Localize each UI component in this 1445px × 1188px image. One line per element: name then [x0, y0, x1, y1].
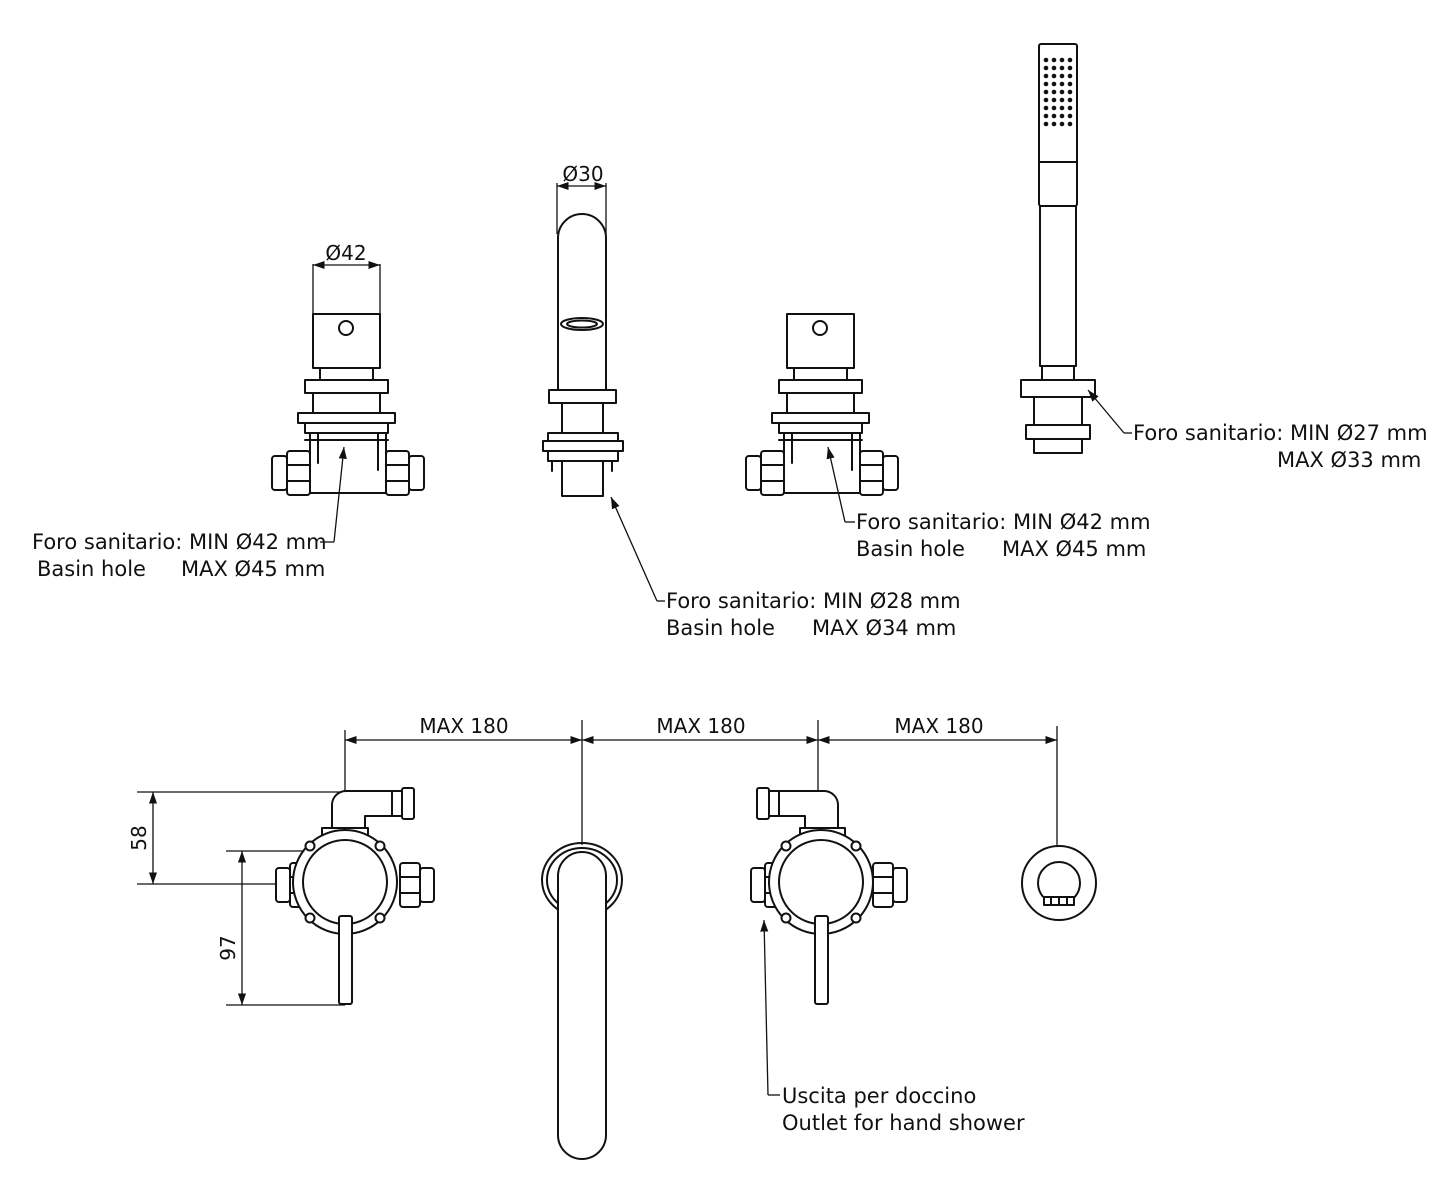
dim-97: 97	[216, 935, 240, 960]
left-valve-elevation: Ø42	[271, 241, 425, 543]
dim-max180-right: MAX 180	[894, 714, 983, 738]
svg-text:Basin hole: Basin hole	[37, 557, 146, 581]
right-valve-plan	[750, 787, 908, 1096]
svg-text:MAX Ø33 mm: MAX Ø33 mm	[1277, 448, 1421, 472]
svg-text:Basin hole: Basin hole	[856, 537, 965, 561]
spout-elevation: Ø30	[542, 162, 665, 602]
svg-text:Foro sanitario: MIN Ø27 mm: Foro sanitario: MIN Ø27 mm	[1133, 421, 1428, 445]
svg-text:MAX Ø45 mm: MAX Ø45 mm	[1002, 537, 1146, 561]
right-valve-label: Foro sanitario: MIN Ø42 mm Basin hole MA…	[856, 510, 1151, 561]
svg-text:Foro sanitario: MIN Ø42 mm: Foro sanitario: MIN Ø42 mm	[856, 510, 1151, 534]
svg-text:Basin hole: Basin hole	[666, 616, 775, 640]
spacing-dimensions: MAX 180 MAX 180 MAX 180	[344, 714, 1058, 845]
svg-text:MAX Ø34 mm: MAX Ø34 mm	[812, 616, 956, 640]
svg-text:MAX Ø45 mm: MAX Ø45 mm	[181, 557, 325, 581]
svg-text:Foro sanitario: MIN Ø42 mm: Foro sanitario: MIN Ø42 mm	[32, 530, 327, 554]
dim-max180-middle: MAX 180	[656, 714, 745, 738]
dim-max180-left: MAX 180	[419, 714, 508, 738]
spout-plan	[541, 842, 623, 1160]
hand-shower-label: Foro sanitario: MIN Ø27 mm MAX Ø33 mm	[1133, 421, 1428, 472]
dim-58: 58	[127, 825, 151, 850]
right-valve-elevation	[745, 313, 899, 523]
dim-d30: Ø30	[562, 162, 603, 186]
svg-text:Foro sanitario: MIN Ø28 mm: Foro sanitario: MIN Ø28 mm	[666, 589, 961, 613]
left-valve-plan	[275, 787, 435, 1005]
svg-text:Uscita per doccino: Uscita per doccino	[782, 1084, 976, 1108]
svg-text:Outlet for hand shower: Outlet for hand shower	[782, 1111, 1025, 1135]
left-valve-label: Foro sanitario: MIN Ø42 mm Basin hole MA…	[32, 530, 327, 581]
spout-label: Foro sanitario: MIN Ø28 mm Basin hole MA…	[666, 589, 961, 640]
hand-shower-elevation	[1020, 43, 1132, 454]
shower-nozzles	[1043, 57, 1073, 127]
hand-shower-holder-plan	[1021, 845, 1097, 921]
dim-d42: Ø42	[325, 241, 366, 265]
outlet-label: Uscita per doccino Outlet for hand showe…	[782, 1084, 1025, 1135]
height-dimensions: 58 97	[127, 791, 345, 1006]
